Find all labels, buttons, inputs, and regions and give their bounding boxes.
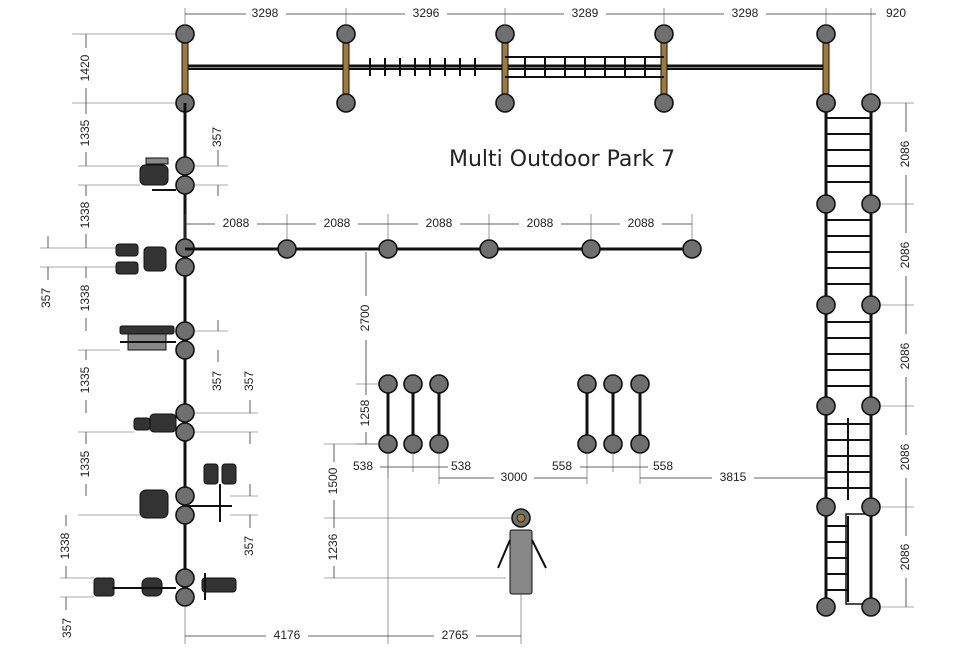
dim-mid-3: 2088 [426, 216, 453, 230]
dim-ladder-4: 2086 [898, 443, 912, 470]
dim-558-b: 558 [653, 459, 673, 473]
left-spine [175, 103, 195, 607]
dim-357-left-2: 357 [60, 618, 74, 638]
dim-top-3: 3289 [572, 6, 599, 20]
middle-row [185, 239, 702, 259]
dim-3000: 3000 [501, 470, 528, 484]
dim-357-left-1: 357 [39, 288, 53, 308]
bench-dimensions: 1500 1236 [324, 443, 512, 579]
dim-top-4: 3298 [732, 6, 759, 20]
dim-357-right-2: 357 [210, 371, 224, 391]
parallel-bars [378, 374, 650, 454]
drawing-title: Multi Outdoor Park 7 [449, 147, 675, 172]
top-rungs-2 [505, 56, 664, 78]
dim-558-a: 558 [552, 459, 572, 473]
dim-left-1420: 1420 [78, 54, 92, 81]
left-machines [93, 157, 237, 600]
dim-mid-5: 2088 [628, 216, 655, 230]
dim-ladder-5: 2086 [898, 543, 912, 570]
middle-dimensions: 2088 2088 2088 2088 2088 2700 [184, 214, 693, 384]
dim-mid-1: 2088 [223, 216, 250, 230]
dim-left-1335-b: 1335 [78, 366, 92, 393]
dim-1236: 1236 [326, 533, 340, 560]
dim-top-5: 920 [886, 6, 906, 20]
dim-left-1335-c: 1335 [78, 450, 92, 477]
dim-mid-2: 2088 [324, 216, 351, 230]
dim-left-1338-a: 1338 [78, 201, 92, 228]
dim-left-1338-b: 1338 [78, 284, 92, 311]
parallel-bars-dimensions: 1258 538 538 558 558 3000 3815 [353, 383, 826, 484]
dim-357-right-1: 357 [210, 127, 224, 147]
dim-ladder-3: 2086 [898, 342, 912, 369]
dim-2765: 2765 [442, 628, 469, 642]
top-structure [175, 24, 836, 113]
dim-538-a: 538 [353, 459, 373, 473]
dim-1500: 1500 [326, 467, 340, 494]
top-rungs-1 [369, 58, 476, 76]
dim-ladder-2: 2086 [898, 241, 912, 268]
top-dimensions: 3298 3296 3289 3298 920 [184, 6, 906, 96]
dim-1258: 1258 [358, 399, 372, 426]
dim-357-right-3: 357 [242, 371, 256, 391]
dim-3815: 3815 [720, 470, 747, 484]
bench-station [497, 508, 547, 595]
dim-2700: 2700 [358, 304, 372, 331]
dim-left-1338-c: 1338 [58, 532, 72, 559]
dim-top-2: 3296 [413, 6, 440, 20]
bottom-dimensions: 4176 2765 [184, 454, 522, 644]
right-dimensions: 2086 2086 2086 2086 2086 [880, 102, 914, 608]
dim-357-right-4: 357 [242, 536, 256, 556]
dim-538-b: 538 [451, 459, 471, 473]
right-ladder [816, 93, 881, 617]
dim-left-1335-a: 1335 [78, 119, 92, 146]
dim-4176: 4176 [274, 628, 301, 642]
dim-mid-4: 2088 [527, 216, 554, 230]
left-dimensions: 1420 1335 1338 1338 1335 1335 1338 357 3… [39, 33, 258, 638]
dim-ladder-1: 2086 [898, 140, 912, 167]
dim-top-1: 3298 [252, 6, 279, 20]
